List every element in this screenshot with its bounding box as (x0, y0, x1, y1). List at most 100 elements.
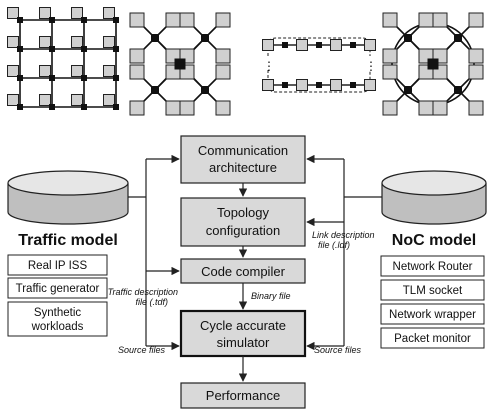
ring-core (296, 39, 308, 51)
ring-router (316, 82, 322, 88)
noc-item-packet-monitor[interactable]: Packet monitor (380, 327, 485, 349)
star-core (432, 12, 448, 28)
mesh-core (103, 94, 115, 106)
svg-text:Real IP ISS: Real IP ISS (28, 260, 88, 272)
ring-router (350, 82, 356, 88)
ring-core (330, 39, 342, 51)
topology-label-line2: configuration (206, 223, 280, 238)
cycle-accurate-simulator-box[interactable]: Cycle accurate simulator (179, 309, 307, 358)
star-router (404, 86, 412, 94)
communication-architecture-box[interactable]: Communication architecture (180, 135, 306, 184)
mesh-core (39, 7, 51, 19)
ring-core (262, 39, 274, 51)
topology-configuration-box[interactable]: Topology configuration (180, 197, 306, 247)
mesh-core (39, 65, 51, 77)
mesh-core (7, 65, 19, 77)
topology-label-line1: Topology (217, 205, 270, 220)
star-router (404, 34, 412, 42)
tree-root-router (174, 58, 186, 70)
traffic-item-real-ip-iss[interactable]: Real IP ISS (7, 254, 108, 276)
mesh-core (103, 36, 115, 48)
mesh-router (81, 46, 87, 52)
ellipsis-right: ⋮ (365, 59, 377, 73)
tree-core (165, 12, 181, 28)
ring-core (262, 79, 274, 91)
mesh-router (113, 46, 119, 52)
mesh-core (39, 36, 51, 48)
tree-core (129, 100, 145, 116)
traffic-item-traffic-generator[interactable]: Traffic generator (7, 277, 108, 299)
mesh-core (71, 7, 83, 19)
mesh-router (17, 46, 23, 52)
tree-core (179, 100, 195, 116)
mesh-router (81, 104, 87, 110)
star-router (454, 34, 462, 42)
binary-file-label: Binary file (251, 291, 291, 301)
ring-core (296, 79, 308, 91)
tree-router (151, 34, 159, 42)
performance-box[interactable]: Performance (180, 382, 306, 409)
star-core (468, 48, 484, 64)
star-core (432, 100, 448, 116)
noc-item-network-router[interactable]: Network Router (380, 255, 485, 277)
tree-router (201, 34, 209, 42)
simulator-label-line1: Cycle accurate (200, 318, 286, 333)
mesh-router (17, 17, 23, 23)
star-core (382, 48, 398, 64)
mesh-core (7, 94, 19, 106)
tree-core (129, 48, 145, 64)
tree-router (201, 86, 209, 94)
mesh-core (7, 7, 19, 19)
mesh-core (71, 94, 83, 106)
svg-text:workloads: workloads (31, 321, 84, 333)
svg-text:Network Router: Network Router (393, 261, 473, 273)
mesh-core (71, 36, 83, 48)
svg-text:Network wrapper: Network wrapper (389, 309, 476, 321)
left-connectors (128, 154, 180, 351)
tree-core (129, 12, 145, 28)
ring-router (316, 42, 322, 48)
performance-label: Performance (206, 388, 280, 403)
tree-core (215, 100, 231, 116)
star-core (418, 12, 434, 28)
tree-core (165, 100, 181, 116)
ring-core (364, 79, 376, 91)
mesh-router (113, 17, 119, 23)
code-compiler-label: Code compiler (201, 264, 285, 279)
ring-router (282, 42, 288, 48)
mesh-core (7, 36, 19, 48)
tree-core (215, 64, 231, 80)
star-center-router (427, 58, 439, 70)
noc-item-tlm-socket[interactable]: TLM socket (380, 279, 485, 301)
noc-item-network-wrapper[interactable]: Network wrapper (380, 303, 485, 325)
noc-model-title: NoC model (392, 232, 476, 249)
star-core (468, 64, 484, 80)
right-connectors (306, 154, 382, 351)
source-files-right-label: Source files (314, 345, 362, 355)
mesh-router (49, 46, 55, 52)
mesh-topology-thumbnail (7, 7, 119, 110)
mesh-core (39, 94, 51, 106)
mesh-core (103, 65, 115, 77)
tree-router (151, 86, 159, 94)
mesh-router (113, 104, 119, 110)
tree-core (129, 64, 145, 80)
star-core (418, 100, 434, 116)
mesh-core (71, 65, 83, 77)
star-core (468, 12, 484, 28)
traffic-item-synthetic-workloads[interactable]: Synthetic workloads (7, 301, 108, 337)
tree-core (215, 12, 231, 28)
code-compiler-box[interactable]: Code compiler (180, 258, 306, 284)
mesh-router (49, 104, 55, 110)
communication-label-line2: architecture (209, 160, 277, 175)
communication-label-line1: Communication (198, 143, 288, 158)
star-core (382, 100, 398, 116)
star-core (382, 12, 398, 28)
star-router (454, 86, 462, 94)
mesh-router (113, 75, 119, 81)
star-core (382, 64, 398, 80)
link-description-label-line2: file (.ldf) (318, 240, 350, 250)
svg-text:TLM socket: TLM socket (403, 285, 463, 297)
tree-core (215, 48, 231, 64)
traffic-description-label-line2: file (.tdf) (135, 297, 168, 307)
